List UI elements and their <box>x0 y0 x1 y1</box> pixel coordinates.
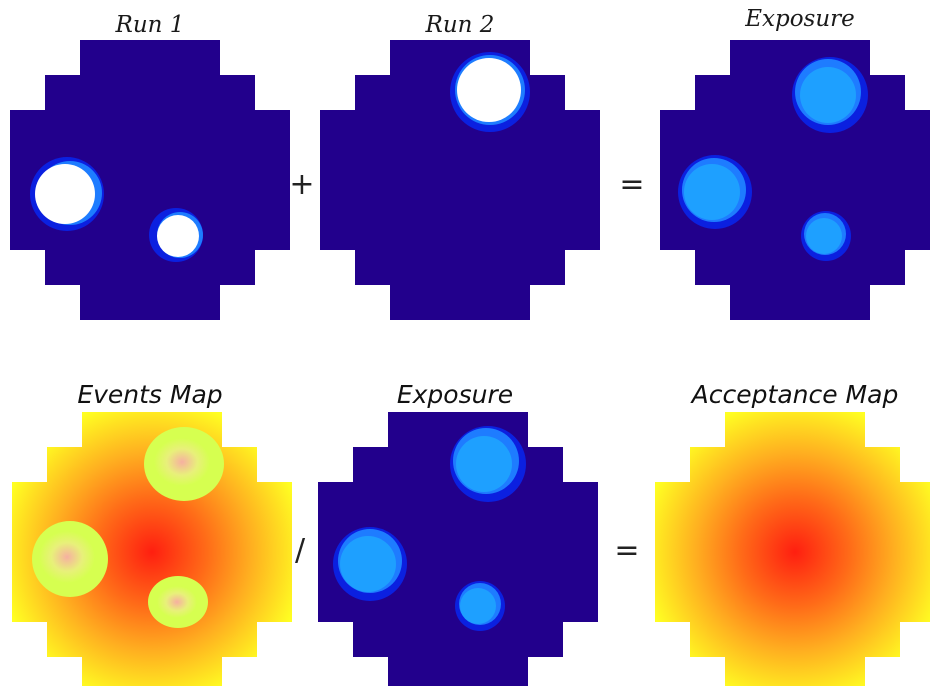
exposure-region-a <box>792 57 868 133</box>
run1-title: Run 1 <box>115 12 185 38</box>
acceptance-map-title: Acceptance Map <box>690 380 899 409</box>
exposure-panel-top: Exposure <box>660 6 930 320</box>
run1-excluded-region-large <box>30 157 104 231</box>
run2-title: Run 2 <box>425 12 495 38</box>
events-excluded-region-large <box>32 521 108 597</box>
exposure-region-c <box>801 211 851 261</box>
exposure-bottom-region-a <box>450 426 526 502</box>
events-map-title: Events Map <box>77 380 222 409</box>
equals-operator-row2: = <box>614 533 639 568</box>
exposure-bottom-region-c <box>455 581 505 631</box>
exposure-title-top: Exposure <box>744 6 855 32</box>
run2-excluded-region <box>450 52 530 132</box>
acceptance-map-panel: Acceptance Map <box>655 380 930 686</box>
exposure-bottom-region-b <box>333 527 407 601</box>
run1-excluded-region-small <box>149 208 203 262</box>
exposure-title-bottom: Exposure <box>397 380 513 409</box>
run2-panel: Run 2 <box>320 12 600 320</box>
run1-panel: Run 1 <box>10 12 290 320</box>
equals-operator-row1: = <box>619 167 644 202</box>
divide-operator: / <box>295 533 306 568</box>
events-excluded-region-top <box>144 427 224 501</box>
plus-operator: + <box>289 167 314 202</box>
events-map-panel: Events Map <box>12 380 292 686</box>
acceptance-map-field <box>655 412 930 686</box>
exposure-region-b <box>678 155 752 229</box>
events-excluded-region-small <box>148 576 208 628</box>
exposure-panel-bottom: Exposure <box>318 380 598 686</box>
